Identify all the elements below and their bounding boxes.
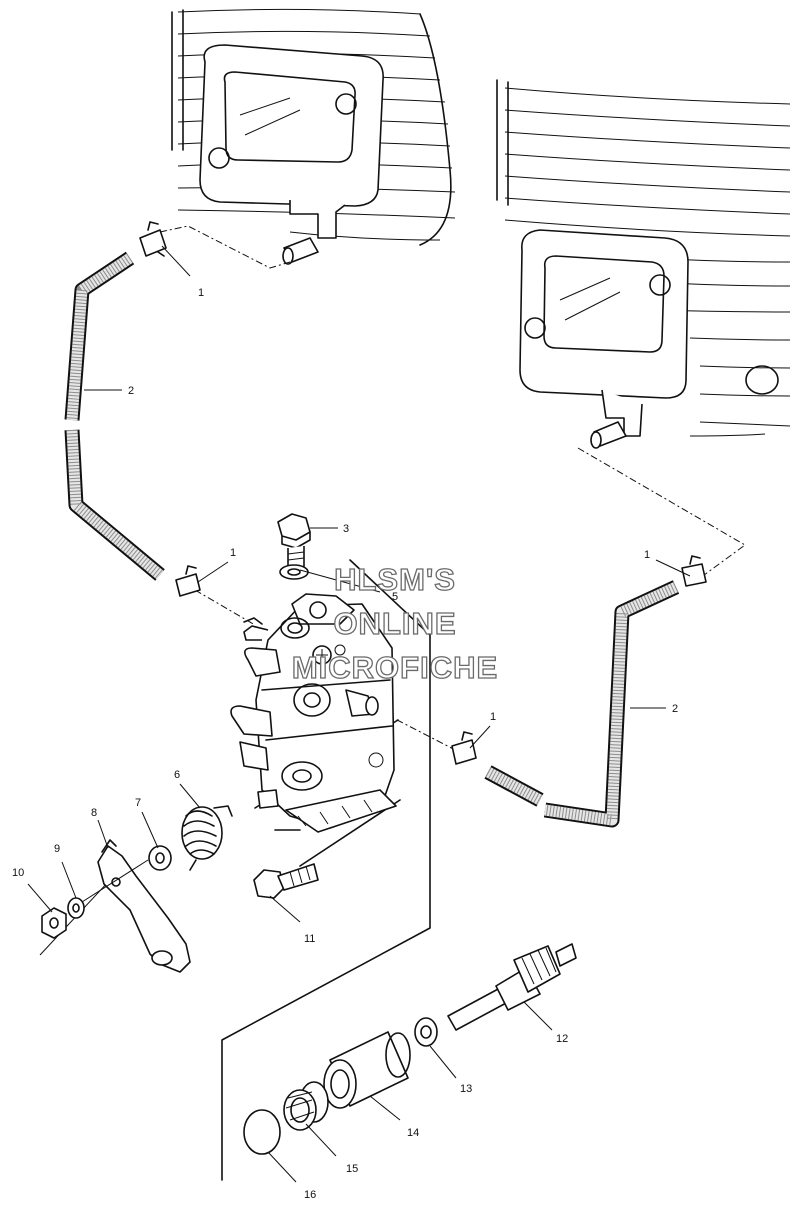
callout-shaft-gear: 12 xyxy=(556,1033,568,1045)
callout-washer-shaft: 13 xyxy=(460,1083,472,1095)
hose-right-long xyxy=(543,580,680,828)
washer-small xyxy=(67,897,85,919)
bushing xyxy=(323,1031,411,1109)
callout-lever: 8 xyxy=(91,807,97,819)
spring xyxy=(181,805,233,871)
bolt-top xyxy=(277,513,311,570)
o-ring xyxy=(243,1109,281,1155)
clamp-right-top xyxy=(681,555,707,587)
hose-right-short xyxy=(484,765,544,807)
leader-lines xyxy=(27,245,691,1183)
clamp-mid-left xyxy=(175,565,201,597)
shaft-gear xyxy=(447,943,577,1031)
lever xyxy=(97,839,191,973)
callout-nut: 10 xyxy=(12,867,24,879)
nut xyxy=(41,907,67,939)
clamp-top-left xyxy=(139,221,167,257)
callout-spring: 6 xyxy=(174,769,180,781)
callout-bushing: 14 xyxy=(407,1127,419,1139)
hose-upper-left xyxy=(64,251,135,421)
callouts: 1 2 3 1 5 1 2 1 6 7 8 9 10 11 12 13 14 1… xyxy=(12,287,678,1201)
callout-hose-left: 2 xyxy=(128,385,134,397)
seal xyxy=(283,1081,329,1131)
lever-axis-line xyxy=(81,859,149,903)
callout-seal: 15 xyxy=(346,1163,358,1175)
cylinder-right xyxy=(496,79,790,449)
watermark: HLSM'S ONLINE MICROFICHE xyxy=(291,561,498,685)
callout-hose-right: 2 xyxy=(672,703,678,715)
callout-clamp-top-left: 1 xyxy=(198,287,204,299)
washer-shaft xyxy=(414,1017,438,1047)
callout-bolt-lower: 11 xyxy=(304,933,315,945)
callout-clamp-right-mid: 1 xyxy=(490,711,496,723)
bolt-lower xyxy=(253,863,319,899)
watermark-line-3: MICROFICHE xyxy=(292,650,498,685)
watermark-line-2: ONLINE xyxy=(333,606,456,641)
callout-clamp-mid-left: 1 xyxy=(230,547,236,559)
cylinder-left xyxy=(171,8,456,265)
callout-washer-top: 5 xyxy=(392,591,398,603)
callout-washer-small: 9 xyxy=(54,843,60,855)
washer-lever xyxy=(148,845,172,871)
callout-washer-lever: 7 xyxy=(135,797,141,809)
callout-clamp-right-top: 1 xyxy=(644,549,650,561)
clamp-right-mid xyxy=(451,731,477,765)
watermark-line-1: HLSM'S xyxy=(334,562,456,597)
oil-pump-body xyxy=(230,593,397,833)
hose-lower-left xyxy=(64,429,165,581)
callout-o-ring: 16 xyxy=(304,1189,316,1201)
callout-bolt-top: 3 xyxy=(343,523,349,535)
washer-top xyxy=(279,564,309,580)
